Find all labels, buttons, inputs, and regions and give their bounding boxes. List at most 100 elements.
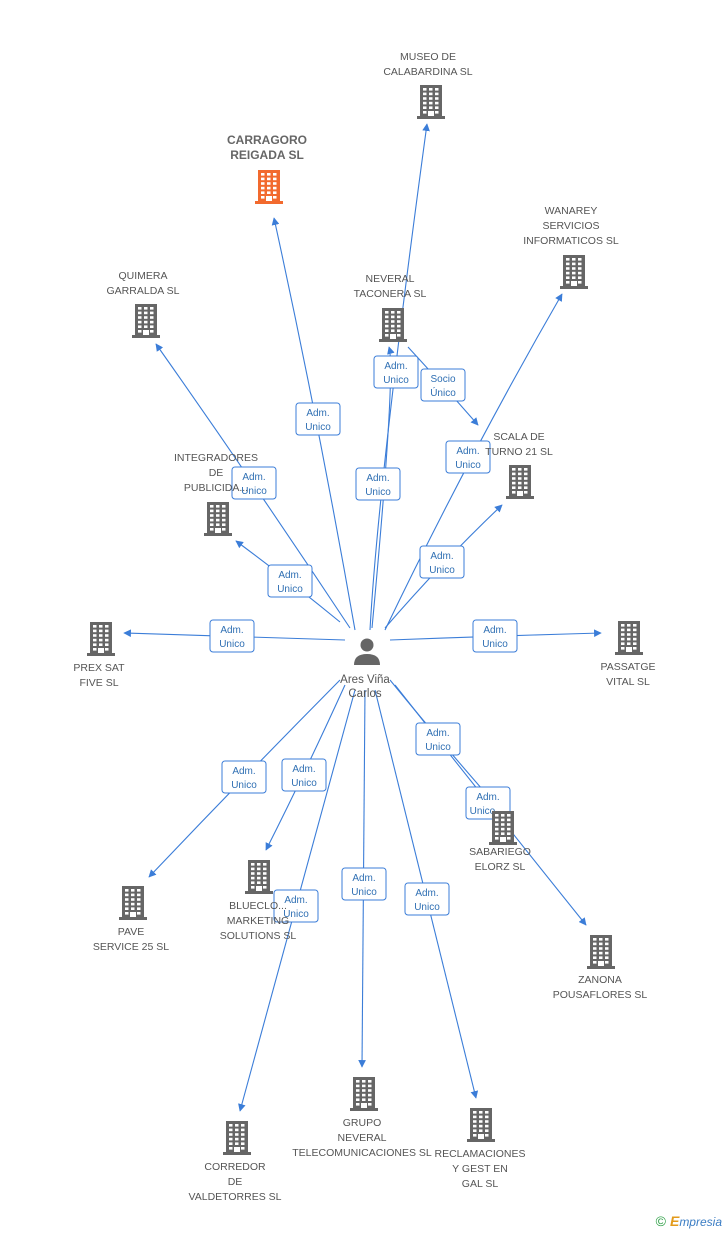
node-label: PAVE — [118, 926, 144, 938]
edge-label-carragoro[interactable]: Adm.Unico — [295, 402, 341, 436]
edge-label-text: Único — [430, 386, 456, 399]
building-icon[interactable] — [204, 502, 232, 536]
edge-label-neveral[interactable]: Adm.Unico — [373, 355, 419, 389]
building-icon[interactable] — [255, 170, 283, 204]
edge-labels-layer: Adm.UnicoAdm.UnicoAdm.UnicoAdm.UnicoAdm.… — [209, 355, 518, 923]
building-icon[interactable] — [615, 621, 643, 655]
node-label: QUIMERA — [118, 270, 167, 282]
node-label: POUSAFLORES SL — [553, 989, 648, 1001]
node-label: REIGADA SL — [230, 148, 304, 162]
edge-label-text: Adm. — [284, 895, 307, 906]
node-museo[interactable]: MUSEO DE CALABARDINA SL — [383, 51, 473, 119]
edge-label-text: Unico,... — [470, 806, 507, 817]
node-label: CORREDOR — [204, 1161, 266, 1173]
node-label: SERVICIOS — [543, 220, 600, 232]
edge-label-integradores[interactable]: Adm. Unico — [267, 564, 313, 598]
building-icon[interactable] — [223, 1121, 251, 1155]
node-label: VALDETORRES SL — [189, 1191, 282, 1203]
node-label: SCALA DE — [493, 431, 544, 443]
edge-label-text: Unico — [429, 565, 455, 576]
building-icon[interactable] — [119, 886, 147, 920]
node-label: RECLAMACIONES — [434, 1148, 525, 1160]
node-label: DE — [209, 467, 224, 479]
edge-label-passatge[interactable]: Adm.Unico — [472, 619, 518, 653]
node-label: TURNO 21 SL — [485, 446, 553, 458]
edge-label-reclamaciones[interactable]: Adm. Unico — [404, 882, 450, 916]
building-icon[interactable] — [132, 304, 160, 338]
edge-label-text: Unico — [291, 778, 317, 789]
edge-label-museo[interactable]: Adm. Unico — [355, 467, 401, 501]
node-label: NEVERAL — [337, 1132, 386, 1144]
building-icon[interactable] — [560, 255, 588, 289]
node-label: SOLUTIONS SL — [220, 930, 297, 942]
node-corredor[interactable]: CORREDOR DE VALDETORRES SL — [189, 1121, 282, 1203]
footer-brand: ©Empresia — [656, 1213, 722, 1229]
edge-label-sabariego[interactable]: Adm. Unico — [415, 722, 461, 756]
node-integradores[interactable]: INTEGRADORESDEPUBLICIDA... — [174, 452, 258, 536]
edge-label-text: Adm. — [352, 873, 375, 884]
edge-label-text: Unico — [414, 902, 440, 913]
edge-label-pave[interactable]: Adm.Unico — [221, 760, 267, 794]
edge-label-text: Unico — [425, 742, 451, 753]
edge-label-bluecloud[interactable]: Adm.Unico — [281, 758, 327, 792]
edge-label-wanarey[interactable]: Adm. Unico — [445, 440, 491, 474]
center-person-label: Carlos — [348, 688, 381, 700]
edge-label-text: Unico — [241, 486, 267, 497]
edge-label-text: Adm. — [415, 888, 438, 899]
edge-label-text: Adm. — [426, 728, 449, 739]
building-icon[interactable] — [379, 308, 407, 342]
node-label: GRUPO — [343, 1117, 382, 1129]
edge-label-prex[interactable]: Adm.Unico — [209, 619, 255, 653]
edge-label-text: Adm. — [278, 570, 301, 581]
node-label: CALABARDINA SL — [383, 66, 472, 78]
edge-label-text: Unico — [231, 780, 257, 791]
building-icon[interactable] — [245, 860, 273, 894]
edge-label-text: Adm. — [483, 625, 506, 636]
edge-label-text: Adm. — [456, 446, 479, 457]
node-scala[interactable]: SCALA DE TURNO 21 SL — [485, 431, 553, 499]
node-prex[interactable]: PREX SAT FIVE SL — [73, 622, 125, 689]
node-label: DE — [228, 1176, 243, 1188]
building-icon[interactable] — [87, 622, 115, 656]
node-label: VITAL SL — [606, 676, 650, 688]
building-icon[interactable] — [467, 1108, 495, 1142]
node-label: MUSEO DE — [400, 51, 456, 63]
edge-label-text: Adm. — [366, 473, 389, 484]
edge-label-text: Unico — [351, 887, 377, 898]
node-pave[interactable]: PAVE SERVICE 25 SL — [93, 886, 169, 953]
building-icon[interactable] — [350, 1077, 378, 1111]
edge-label-grupo[interactable]: Adm. Unico — [341, 867, 387, 901]
edge-label-text: Unico — [305, 422, 331, 433]
building-icon[interactable] — [489, 811, 517, 845]
node-label: BLUECLO... — [229, 900, 287, 912]
edges-layer — [123, 123, 602, 1112]
edge-label-quimera[interactable]: Adm.Unico — [231, 466, 277, 500]
node-label: FIVE SL — [79, 677, 118, 689]
edge-label-text: Unico — [365, 487, 391, 498]
node-label: ELORZ SL — [475, 861, 526, 873]
edge-label-text: Unico — [277, 584, 303, 595]
edge-label-corredor[interactable]: Adm.Unico — [273, 889, 319, 923]
person-icon[interactable] — [354, 638, 380, 666]
building-icon[interactable] — [506, 465, 534, 499]
node-label: CARRAGORO — [227, 133, 307, 147]
edge-label-text: Unico — [455, 460, 481, 471]
node-label: PREX SAT — [73, 662, 125, 674]
building-icon[interactable] — [587, 935, 615, 969]
building-icon[interactable] — [417, 85, 445, 119]
edge-label-scala[interactable]: Adm.Unico — [419, 545, 465, 579]
node-label: SERVICE 25 SL — [93, 941, 169, 953]
